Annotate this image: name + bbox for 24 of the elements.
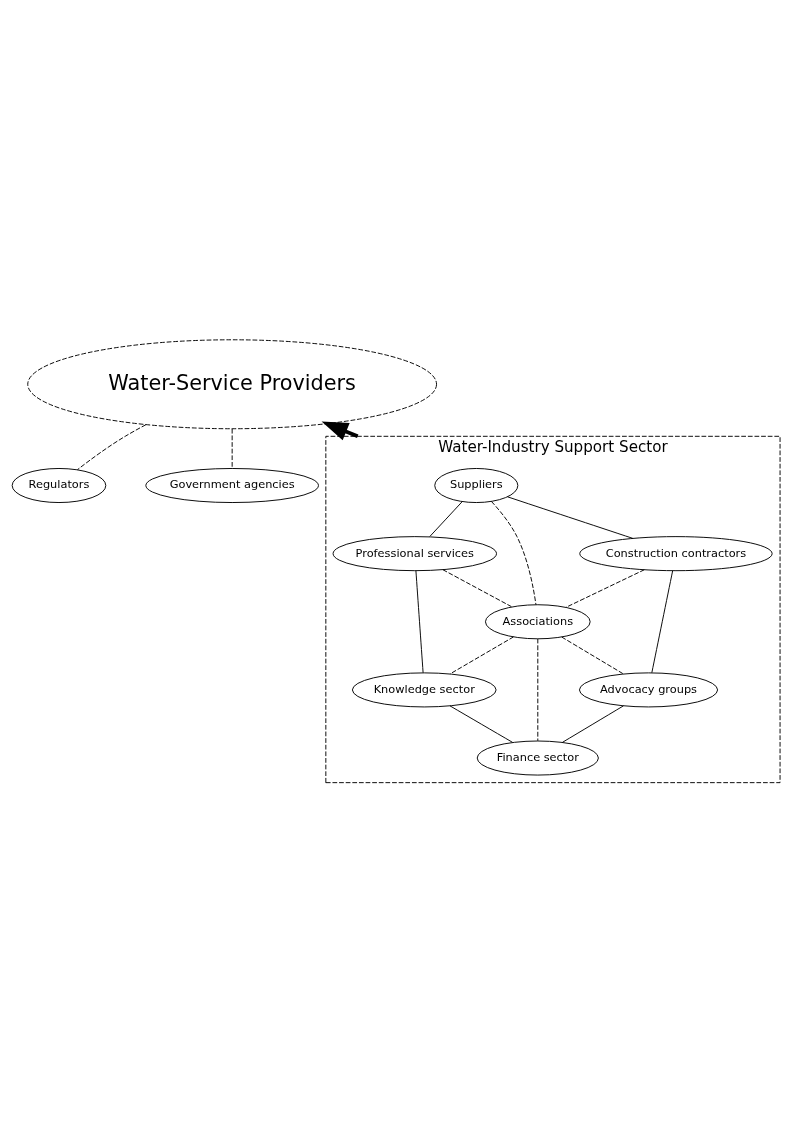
- node-ellipse: Advocacy groups: [578, 671, 719, 707]
- connector: [415, 569, 424, 673]
- node-ellipse: Regulators: [11, 467, 107, 503]
- connector: [537, 637, 539, 741]
- node-ellipse: Associations: [485, 603, 591, 639]
- connector: [442, 568, 513, 607]
- node-ellipse: Government agencies: [145, 467, 319, 503]
- connector: [429, 500, 463, 537]
- connector: [561, 704, 624, 743]
- node-ellipse: Finance sector: [476, 740, 599, 776]
- connector: [651, 569, 674, 673]
- node-ellipse: Suppliers: [434, 467, 519, 503]
- connector: [507, 495, 634, 539]
- connector: [449, 704, 513, 743]
- connector: [561, 636, 624, 674]
- connector: [565, 568, 645, 608]
- connector: [490, 500, 537, 605]
- connector: [77, 423, 147, 470]
- node-ellipse: Knowledge sector: [351, 671, 497, 707]
- node-ellipse: Water-Service Providers: [27, 338, 438, 429]
- connector: [231, 427, 233, 469]
- connector: [449, 635, 514, 674]
- node-ellipse: Professional services: [332, 535, 497, 571]
- node-ellipse: Construction contractors: [579, 535, 773, 571]
